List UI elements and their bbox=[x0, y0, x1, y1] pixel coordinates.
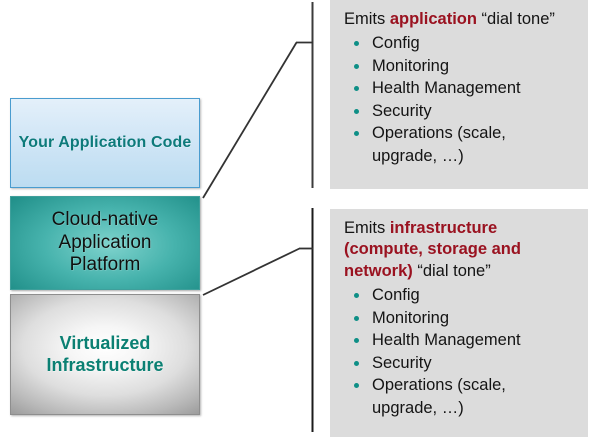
bullet-text: Health Management bbox=[372, 331, 521, 350]
infrastructure-label-line-1: Virtualized bbox=[59, 332, 151, 353]
platform-label-line-3: Platform bbox=[69, 254, 141, 276]
list-item: Monitoring bbox=[342, 307, 578, 329]
callout-infrastructure-dial-tone[interactable]: Emits infrastructure (compute, storage a… bbox=[330, 209, 588, 437]
list-item: Config bbox=[342, 284, 578, 306]
list-item: Operations (scale, upgrade, …) bbox=[342, 374, 578, 419]
bullet-text: Health Management bbox=[372, 79, 521, 98]
list-item: Health Management bbox=[342, 329, 578, 351]
bullet-dot-icon bbox=[354, 63, 359, 69]
list-item: Operations (scale, upgrade, …) bbox=[342, 122, 578, 167]
platform-label-line-2: Application bbox=[58, 231, 152, 253]
bullet-dot-icon bbox=[354, 383, 359, 389]
callout-infrastructure-bullet-list: Config Monitoring Health Management Secu… bbox=[342, 284, 578, 419]
bullet-dot-icon bbox=[354, 108, 359, 114]
bullet-dot-icon bbox=[354, 338, 359, 344]
bullet-dot-icon bbox=[354, 86, 359, 92]
list-item: Security bbox=[342, 100, 578, 122]
stack-layer-infrastructure-label: Virtualized Infrastructure bbox=[46, 333, 163, 377]
infrastructure-label-line-2: Infrastructure bbox=[46, 354, 164, 375]
stack-layer-application-code[interactable]: Your Application Code bbox=[10, 98, 200, 188]
callout-infrastructure-heading-suffix: “dial tone” bbox=[412, 261, 491, 280]
stack-layer-application-code-label: Your Application Code bbox=[18, 134, 192, 151]
callout-infrastructure-heading-highlight: infrastructure (compute, storage and net… bbox=[344, 219, 521, 280]
callout-application-heading-suffix: “dial tone” bbox=[476, 10, 555, 28]
stack-layer-cloud-native-application-platform[interactable]: Cloud-native Application Platform bbox=[10, 196, 200, 290]
stack-layer-virtualized-infrastructure[interactable]: Virtualized Infrastructure bbox=[10, 294, 200, 415]
bullet-dot-icon bbox=[354, 41, 359, 47]
bullet-dot-icon bbox=[354, 131, 359, 137]
list-item: Health Management bbox=[342, 77, 578, 99]
bullet-text: Security bbox=[372, 353, 432, 372]
callout-infrastructure-heading: Emits infrastructure (compute, storage a… bbox=[344, 218, 578, 282]
list-item: Config bbox=[342, 32, 578, 54]
bullet-text: Config bbox=[372, 34, 420, 53]
bullet-dot-icon bbox=[354, 360, 359, 366]
callout-application-heading: Emits application “dial tone” bbox=[344, 9, 578, 30]
bullet-text: Monitoring bbox=[372, 308, 450, 327]
platform-label-line-1: Cloud-native bbox=[51, 209, 159, 231]
bullet-text: Config bbox=[372, 286, 420, 305]
stack-layer-platform-label: Cloud-native Application Platform bbox=[52, 209, 159, 276]
callout-infrastructure-heading-prefix: Emits bbox=[344, 219, 390, 237]
bullet-text-wrap: upgrade, …) bbox=[372, 398, 464, 417]
callout-application-heading-prefix: Emits bbox=[344, 10, 390, 28]
callout-application-heading-highlight: application bbox=[389, 10, 477, 28]
bullet-text: Security bbox=[372, 101, 432, 120]
bullet-dot-icon bbox=[354, 293, 359, 299]
bullet-text: Monitoring bbox=[372, 56, 450, 75]
layer-stack: Your Application Code Cloud-native Appli… bbox=[0, 0, 220, 437]
callout-application-bullet-list: Config Monitoring Health Management Secu… bbox=[342, 32, 578, 167]
bullet-text: Operations (scale, bbox=[372, 376, 506, 395]
list-item: Monitoring bbox=[342, 55, 578, 77]
bullet-text-wrap: upgrade, …) bbox=[372, 146, 464, 165]
list-item: Security bbox=[342, 352, 578, 374]
callout-application-dial-tone[interactable]: Emits application “dial tone” Config Mon… bbox=[330, 0, 588, 189]
bullet-text: Operations (scale, bbox=[372, 124, 506, 143]
bullet-dot-icon bbox=[354, 315, 359, 321]
